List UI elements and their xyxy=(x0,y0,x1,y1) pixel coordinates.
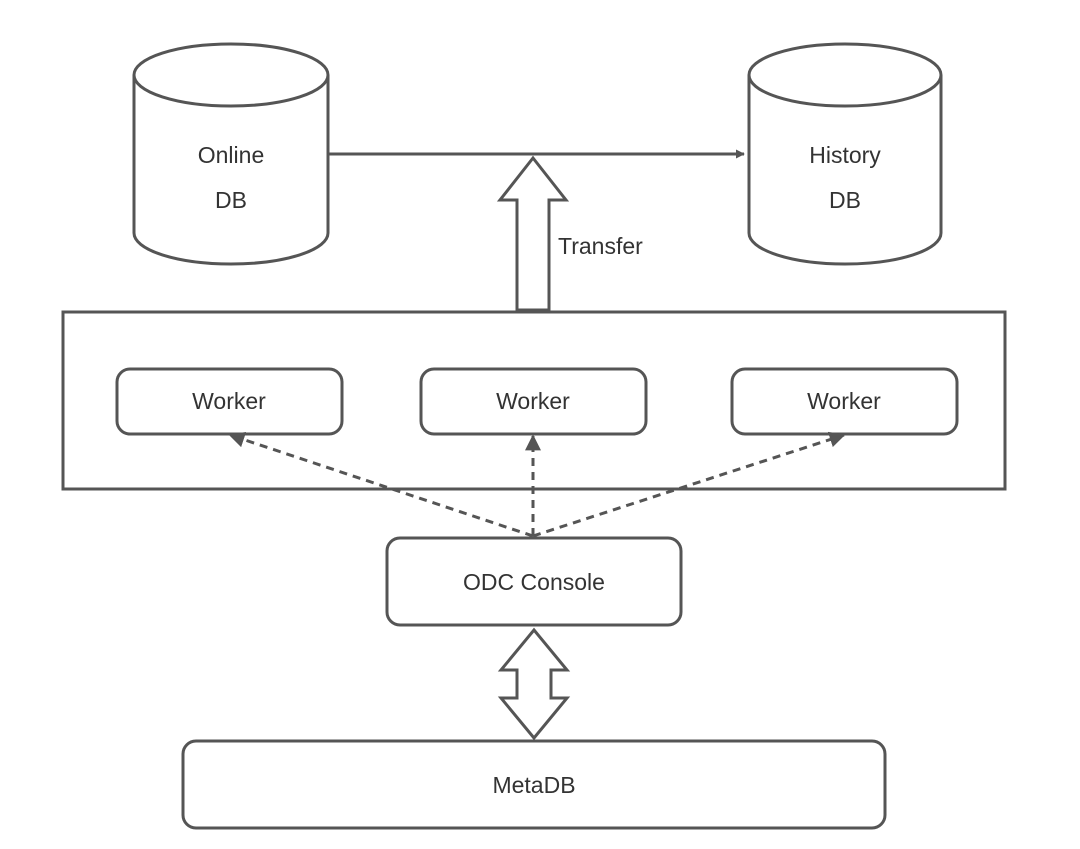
worker-label: Worker xyxy=(496,388,570,414)
metadb-label: MetaDB xyxy=(492,772,575,798)
worker-label: Worker xyxy=(192,388,266,414)
online-db-label-line2: DB xyxy=(215,187,247,213)
transfer-block-arrow xyxy=(496,155,570,312)
dispatch-arrow-worker-3 xyxy=(532,431,846,538)
history-db-label-line2: DB xyxy=(829,187,861,213)
odc-console-label: ODC Console xyxy=(463,569,605,595)
history-db-cylinder: History DB xyxy=(747,42,943,266)
dispatch-arrow-worker-1 xyxy=(228,431,534,538)
console-metadb-double-arrow xyxy=(497,627,571,741)
worker-node-1: Worker xyxy=(115,367,344,436)
worker-node-2: Worker xyxy=(419,367,648,436)
history-db-top xyxy=(747,42,943,108)
online-db-body xyxy=(132,75,330,266)
online-db-cylinder: Online DB xyxy=(132,42,330,266)
history-db-label-line1: History xyxy=(809,142,881,168)
online-db-label-line1: Online xyxy=(198,142,264,168)
history-db-body xyxy=(747,75,943,266)
transfer-label: Transfer xyxy=(558,233,643,259)
metadb-box: MetaDB xyxy=(181,739,887,830)
worker-node-3: Worker xyxy=(730,367,959,436)
online-db-top xyxy=(132,42,330,108)
odc-console-box: ODC Console xyxy=(385,536,683,627)
worker-label: Worker xyxy=(807,388,881,414)
